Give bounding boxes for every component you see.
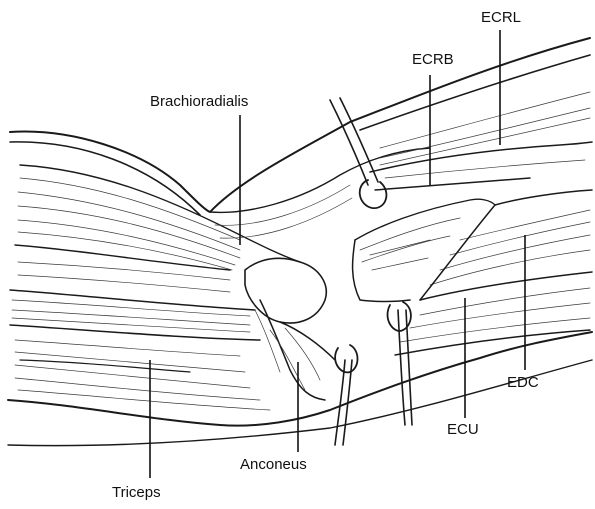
skin-contour xyxy=(7,37,593,447)
label-triceps: Triceps xyxy=(112,484,161,501)
label-edc: EDC xyxy=(507,374,539,391)
label-ecrl: ECRL xyxy=(481,9,522,26)
leader-lines xyxy=(149,30,526,478)
epicondyle-origin xyxy=(244,257,336,401)
label-brachioradialis: Brachioradialis xyxy=(150,93,249,110)
brachioradialis-muscle xyxy=(14,147,431,293)
retractor-hooks xyxy=(329,97,413,446)
label-ecu: ECU xyxy=(447,421,479,438)
ecrl-ecrb-muscles xyxy=(354,91,593,263)
triceps-muscle xyxy=(9,289,271,411)
label-ecrb: ECRB xyxy=(412,51,454,68)
edc-ecu-muscles xyxy=(394,189,593,356)
label-anconeus: Anconeus xyxy=(240,456,307,473)
exposed-capsule xyxy=(351,204,496,303)
